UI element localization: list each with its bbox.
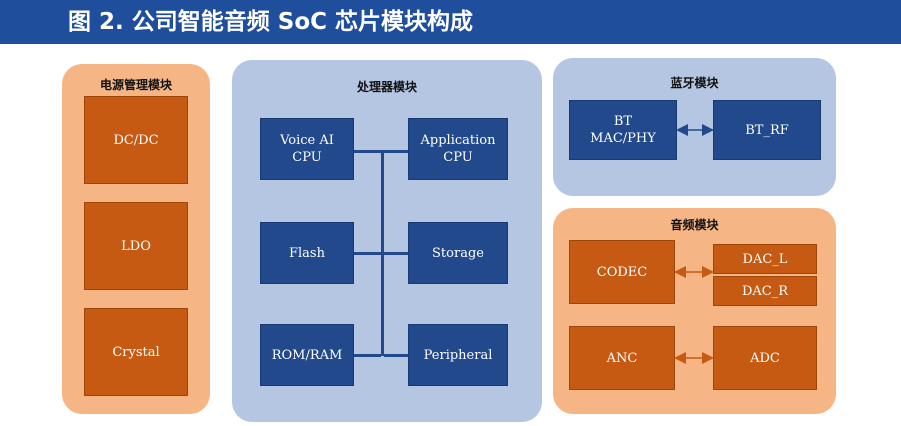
crystal-block: Crystal xyxy=(84,308,188,396)
application-label: Application xyxy=(420,133,496,148)
adc-block: ADC xyxy=(713,326,817,390)
mac-phy-label: MAC/PHY xyxy=(590,131,656,146)
audio-panel-title: 音频模块 xyxy=(670,218,719,232)
bluetooth-panel-title: 蓝牙模块 xyxy=(670,76,719,90)
bus-link-voice-ai xyxy=(354,150,381,153)
bus-link-storage xyxy=(384,252,408,255)
dac-r-label: DAC_R xyxy=(741,283,789,299)
anc-label: ANC xyxy=(606,350,638,366)
figure-title: 图 2. 公司智能音频 SoC 芯片模块构成 xyxy=(68,9,474,35)
voice-ai-cpu-block: Voice AI CPU xyxy=(260,118,354,180)
dac-l-block: DAC_L xyxy=(713,244,817,274)
bluetooth-panel: 蓝牙模块 BT MAC/PHY BT_RF xyxy=(553,58,836,196)
audio-panel: 音频模块 CODEC DAC_L DAC_R ANC ADC xyxy=(553,208,836,414)
processor-bus-vertical xyxy=(381,150,384,356)
voice-ai-label: Voice AI xyxy=(280,133,334,148)
dac-l-label: DAC_L xyxy=(742,251,788,267)
bus-link-rom-ram xyxy=(354,354,381,357)
dcdc-label: DC/DC xyxy=(113,132,159,148)
bt-rf-block: BT_RF xyxy=(713,100,821,160)
power-panel-title: 电源管理模块 xyxy=(99,78,172,92)
codec-label: CODEC xyxy=(596,264,648,280)
storage-label: Storage xyxy=(432,245,484,261)
flash-label: Flash xyxy=(289,245,325,261)
crystal-label: Crystal xyxy=(112,344,160,360)
flash-block: Flash xyxy=(260,222,354,284)
application-cpu-label: CPU xyxy=(443,150,473,165)
storage-block: Storage xyxy=(408,222,508,284)
codec-block: CODEC xyxy=(569,240,675,304)
rom-ram-block: ROM/RAM xyxy=(260,324,354,386)
bt-mac-phy-block: BT MAC/PHY xyxy=(569,100,677,160)
anc-block: ANC xyxy=(569,326,675,390)
peripheral-label: Peripheral xyxy=(423,347,493,363)
rom-ram-label: ROM/RAM xyxy=(271,347,343,363)
voice-ai-cpu-label: CPU xyxy=(292,150,322,165)
dac-r-block: DAC_R xyxy=(713,276,817,306)
bus-link-peripheral xyxy=(384,354,408,357)
peripheral-block: Peripheral xyxy=(408,324,508,386)
ldo-block: LDO xyxy=(84,202,188,290)
ldo-label: LDO xyxy=(121,238,151,254)
title-bar: 图 2. 公司智能音频 SoC 芯片模块构成 xyxy=(0,0,901,44)
bt-label: BT xyxy=(613,114,633,129)
bus-link-flash xyxy=(354,252,381,255)
power-management-panel: 电源管理模块 DC/DC LDO Crystal xyxy=(62,64,210,414)
bt-rf-label: BT_RF xyxy=(745,122,789,138)
adc-label: ADC xyxy=(750,350,780,366)
processor-panel-title: 处理器模块 xyxy=(356,80,417,94)
dcdc-block: DC/DC xyxy=(84,96,188,184)
bus-link-application xyxy=(384,150,408,153)
